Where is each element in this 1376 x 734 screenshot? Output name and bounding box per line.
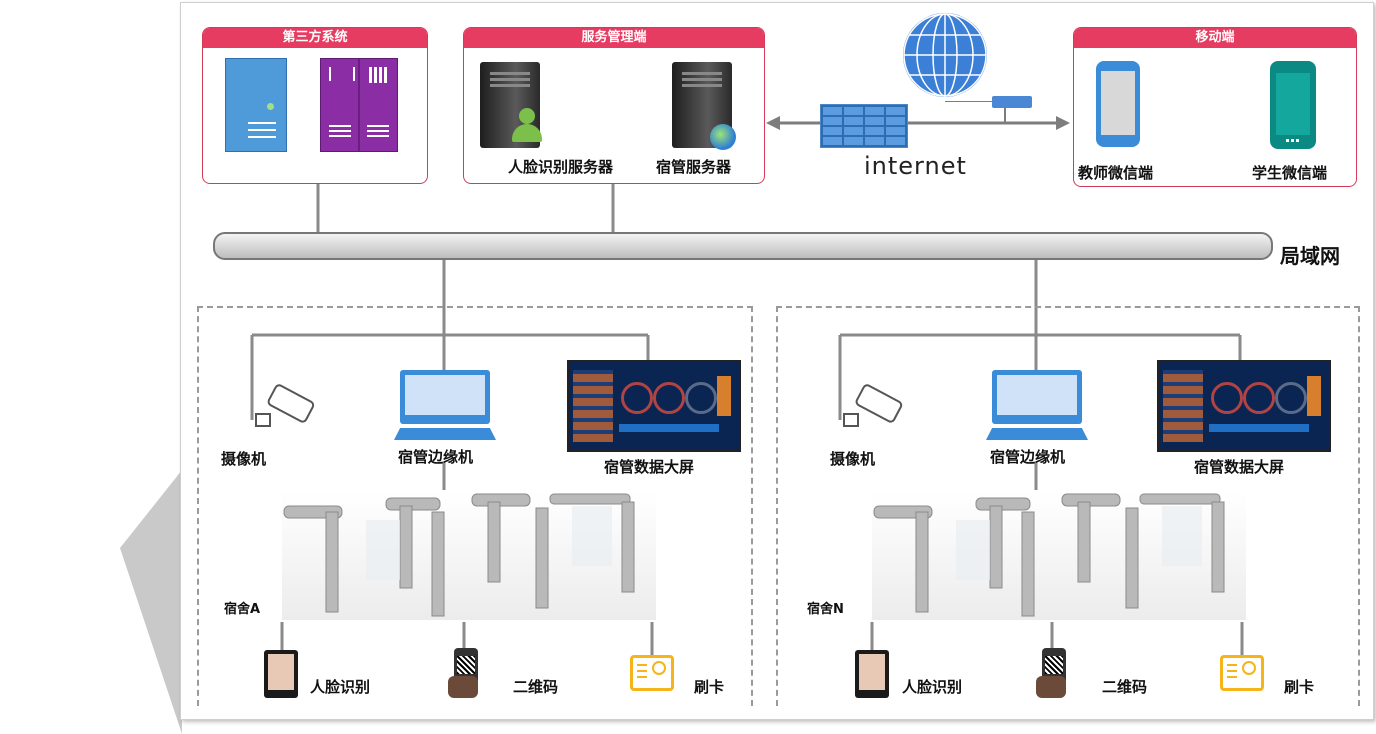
- face-server-label: 人脸识别服务器: [508, 158, 614, 176]
- zone-a-turnstile-gates: [282, 492, 656, 620]
- lan-bus: [213, 232, 1273, 260]
- zone-n-edge-label: 宿管边缘机: [990, 448, 1066, 466]
- camera-icon: [250, 380, 320, 440]
- third-party-title: 第三方系统: [203, 28, 427, 48]
- zone-n-big-screen: [1157, 360, 1331, 452]
- zone-n-border: [776, 306, 1360, 706]
- zone-a-face-terminal-icon: [264, 650, 298, 698]
- router-icon: [992, 96, 1032, 108]
- teacher-phone-icon: [1096, 61, 1140, 147]
- zone-a-edge-computer-icon: [394, 370, 496, 442]
- zone-n-name: 宿舍N: [807, 602, 844, 617]
- user-icon: [510, 108, 544, 142]
- firewall-icon: [820, 104, 908, 148]
- purple-server-icon: [320, 58, 398, 152]
- zone-a-big-screen: [567, 360, 741, 452]
- internet-label: internet: [864, 152, 967, 180]
- zone-n-face-label: 人脸识别: [902, 678, 963, 696]
- server-tower-icon: [225, 58, 287, 152]
- zone-a-name: 宿舍A: [224, 602, 261, 617]
- zone-a-card-icon: [630, 655, 674, 691]
- zone-n-screen-label: 宿管数据大屏: [1194, 458, 1285, 476]
- router-antenna: [945, 101, 993, 102]
- student-wechat-label: 学生微信端: [1252, 164, 1328, 182]
- lan-label: 局域网: [1280, 244, 1340, 268]
- zone-n-face-terminal-icon: [855, 650, 889, 698]
- zone-n-qr-label: 二维码: [1102, 678, 1148, 696]
- zone-n-card-label: 刷卡: [1284, 678, 1315, 696]
- student-phone-icon: [1270, 61, 1316, 149]
- mobile-title: 移动端: [1074, 28, 1356, 48]
- zone-n-turnstile-gates: [872, 492, 1246, 620]
- zone-a-qr-label: 二维码: [513, 678, 559, 696]
- zone-n-qr-phone-icon: [1036, 648, 1070, 698]
- globe-small-icon: [710, 124, 736, 150]
- teacher-wechat-label: 教师微信端: [1078, 164, 1154, 182]
- internet-globe-icon: [903, 13, 987, 97]
- service-title: 服务管理端: [464, 28, 764, 48]
- zone-a-screen-label: 宿管数据大屏: [604, 458, 695, 476]
- zone-a-camera-label: 摄像机: [221, 450, 267, 468]
- zone-n-card-icon: [1220, 655, 1264, 691]
- zone-a-qr-phone-icon: [448, 648, 482, 698]
- camera-icon: [838, 380, 908, 440]
- mobile-box: 移动端 教师微信端 学生微信端: [1073, 27, 1357, 187]
- zone-a-card-label: 刷卡: [694, 678, 725, 696]
- zone-a-border: [197, 306, 753, 706]
- dorm-server-label: 宿管服务器: [656, 158, 732, 176]
- zone-a-face-label: 人脸识别: [310, 678, 371, 696]
- third-party-box: 第三方系统: [202, 27, 428, 184]
- service-box: 服务管理端 人脸识别服务器 宿管服务器: [463, 27, 765, 184]
- zone-n-edge-computer-icon: [986, 370, 1088, 442]
- zone-a-edge-label: 宿管边缘机: [398, 448, 474, 466]
- zone-n-camera-label: 摄像机: [830, 450, 876, 468]
